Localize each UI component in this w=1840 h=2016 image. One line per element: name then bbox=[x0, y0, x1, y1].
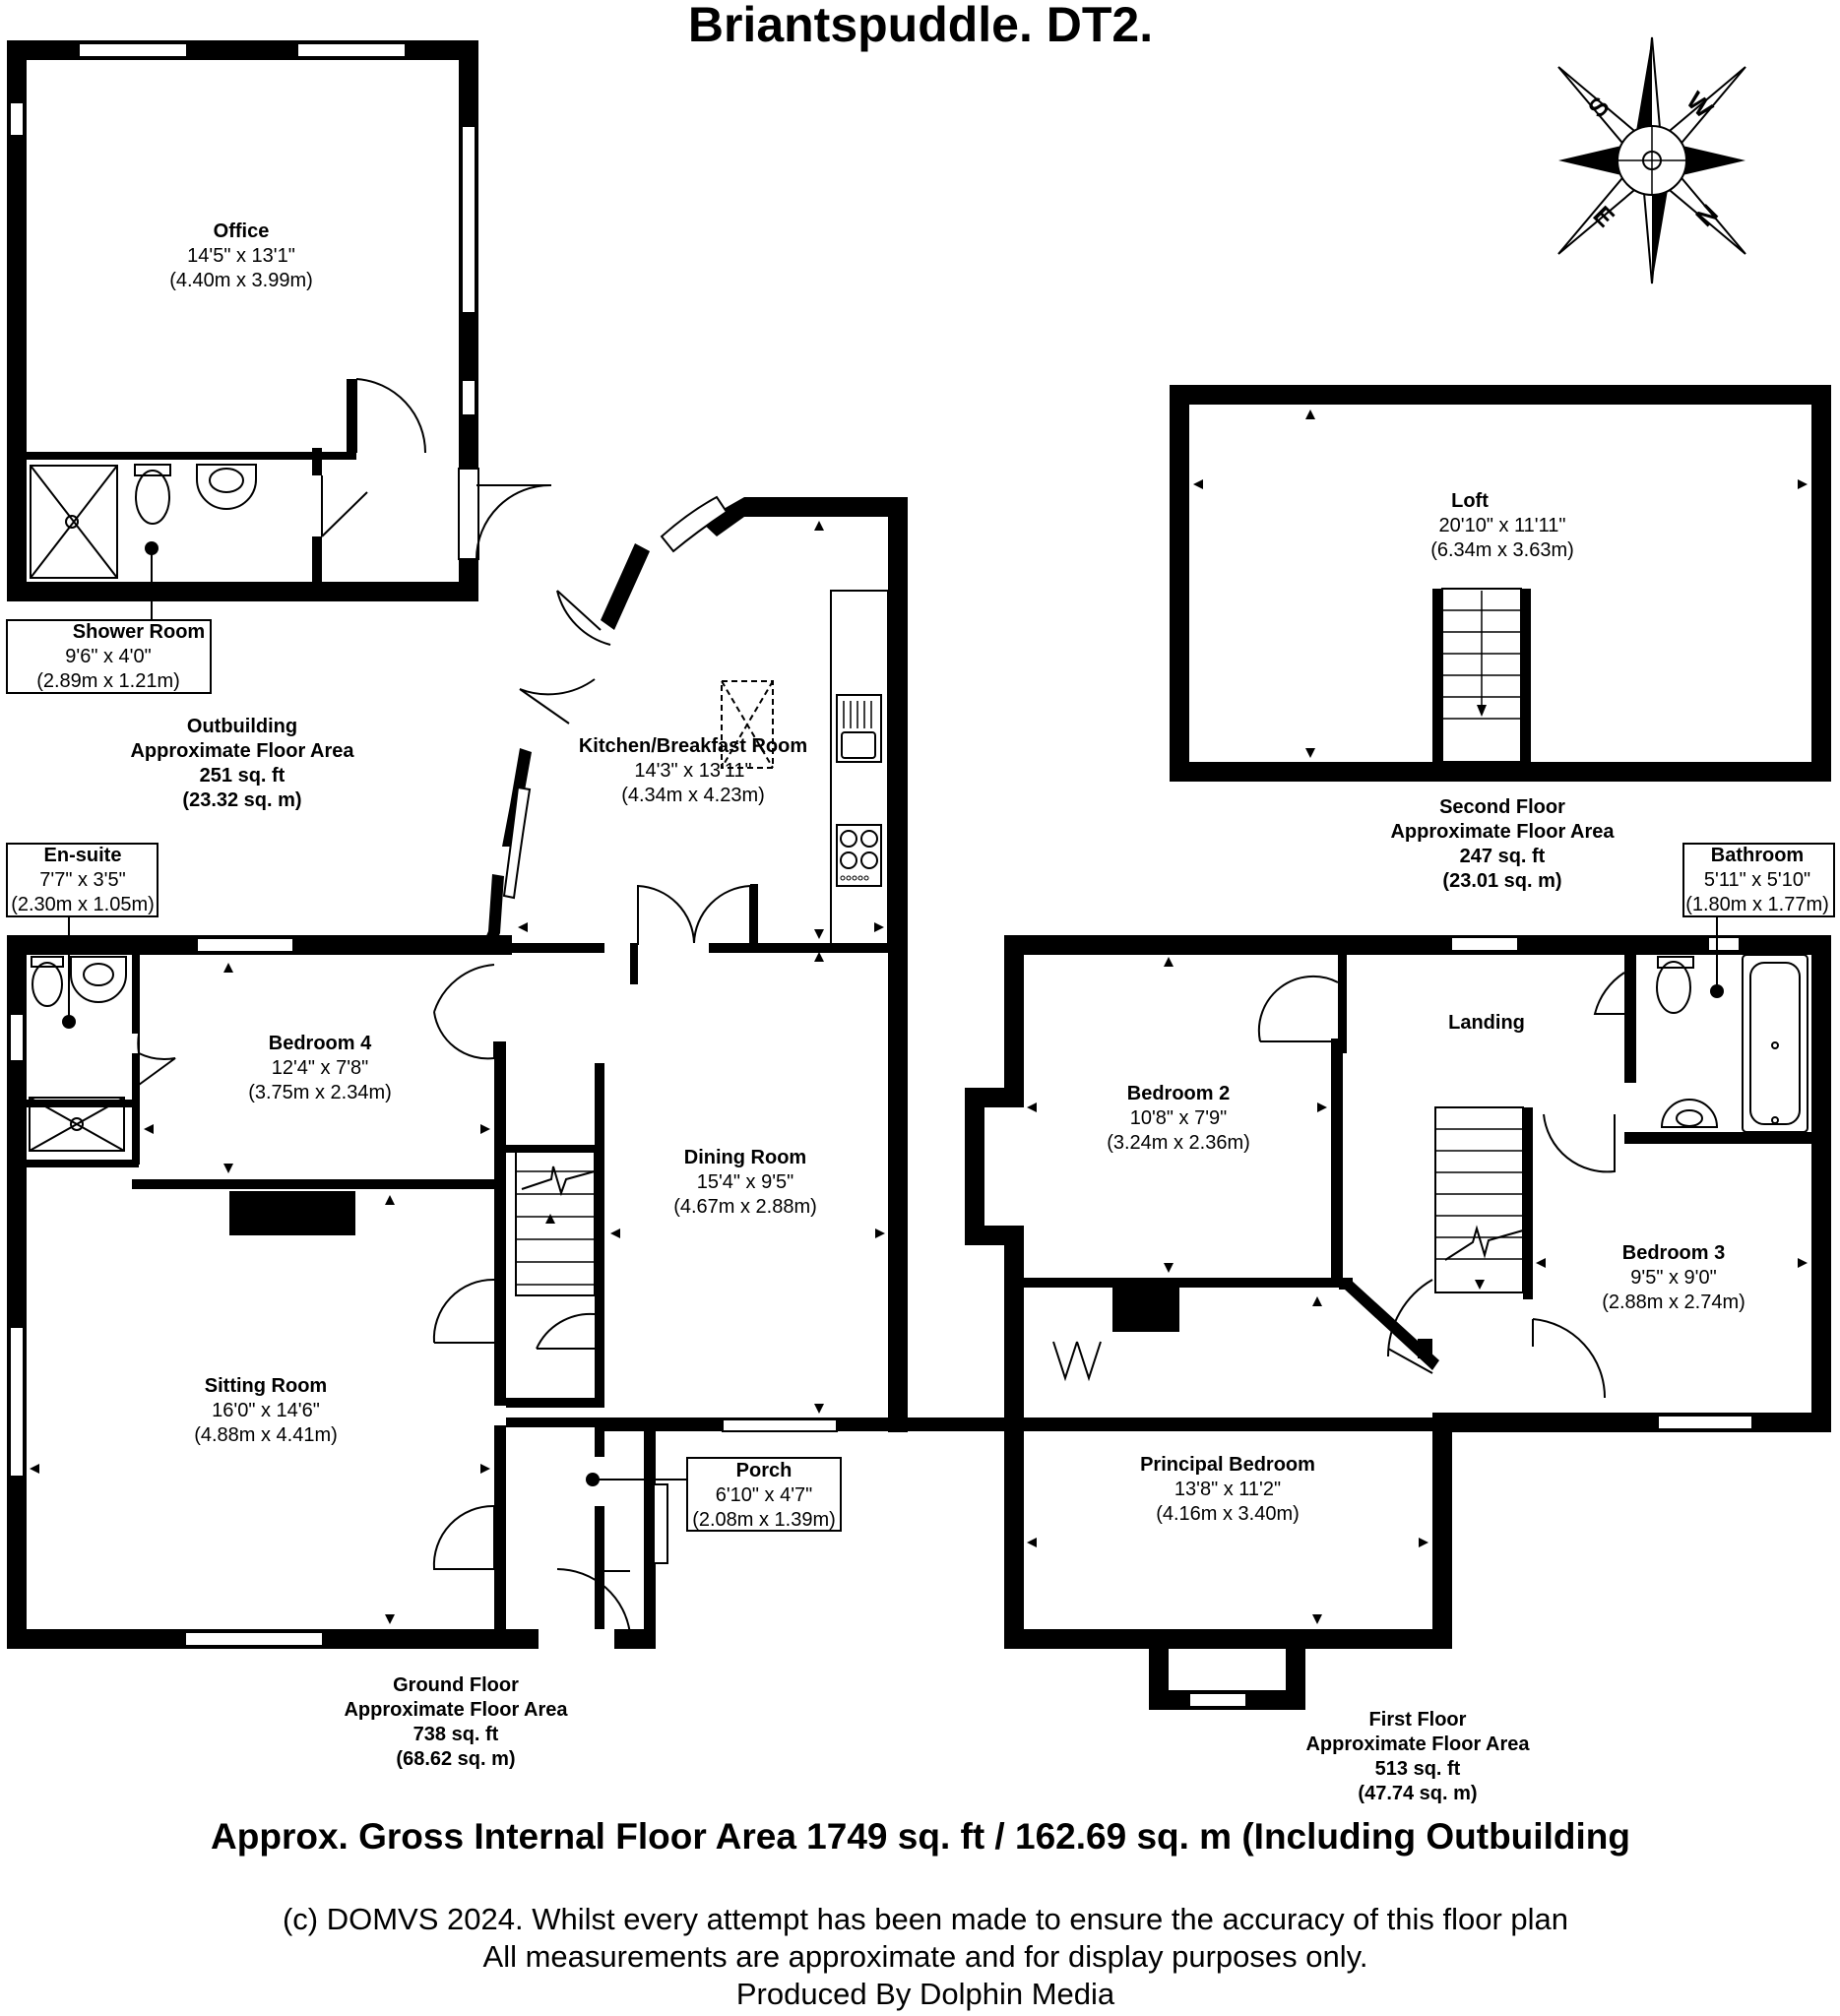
principal-name: Principal Bedroom bbox=[1140, 1454, 1315, 1476]
shower-room-imperial: 9'6" x 4'0" bbox=[65, 646, 151, 667]
outbuilding-floor-sqm: (23.32 sq. m) bbox=[182, 789, 301, 811]
bedroom4-metric: (3.75m x 2.34m) bbox=[248, 1082, 392, 1103]
office-name: Office bbox=[214, 220, 270, 242]
outbuilding-floor-sqft: 251 sq. ft bbox=[200, 765, 286, 787]
principal-imperial: 13'8" x 11'2" bbox=[1174, 1479, 1281, 1500]
dining-metric: (4.67m x 2.88m) bbox=[673, 1196, 817, 1218]
sitting-name: Sitting Room bbox=[205, 1375, 327, 1397]
second-floor-sqm: (23.01 sq. m) bbox=[1442, 870, 1561, 892]
second-floor-label: Approximate Floor Area bbox=[1390, 821, 1615, 843]
bedroom2-name: Bedroom 2 bbox=[1127, 1083, 1230, 1104]
porch-name: Porch bbox=[736, 1460, 793, 1481]
loft-name: Loft bbox=[1451, 490, 1489, 512]
first-floor-sqm: (47.74 sq. m) bbox=[1358, 1783, 1477, 1804]
dining-imperial: 15'4" x 9'5" bbox=[697, 1171, 794, 1193]
first-floor-sqft: 513 sq. ft bbox=[1375, 1758, 1461, 1780]
sitting-imperial: 16'0" x 14'6" bbox=[212, 1400, 320, 1421]
ground-floor-sqft: 738 sq. ft bbox=[413, 1724, 499, 1745]
bathroom-imperial: 5'11" x 5'10" bbox=[1704, 869, 1810, 891]
second-floor-sqft: 247 sq. ft bbox=[1460, 846, 1546, 867]
ground-floor-name: Ground Floor bbox=[393, 1674, 519, 1696]
principal-metric: (4.16m x 3.40m) bbox=[1156, 1503, 1300, 1525]
kitchen-imperial: 14'3" x 13'11" bbox=[634, 760, 751, 782]
bedroom3-metric: (2.88m x 2.74m) bbox=[1602, 1292, 1745, 1313]
porch-imperial: 6'10" x 4'7" bbox=[716, 1484, 813, 1506]
outbuilding-floor-label: Approximate Floor Area bbox=[130, 740, 354, 762]
ensuite-metric: (2.30m x 1.05m) bbox=[11, 894, 155, 915]
porch-callout-box bbox=[686, 1457, 842, 1532]
footer-disclaimer-line2: All measurements are approximate and for… bbox=[483, 1939, 1368, 1974]
kitchen-name: Kitchen/Breakfast Room bbox=[579, 735, 807, 757]
ensuite-imperial: 7'7" x 3'5" bbox=[39, 869, 125, 891]
bedroom4-imperial: 12'4" x 7'8" bbox=[272, 1057, 369, 1079]
kitchen-metric: (4.34m x 4.23m) bbox=[621, 785, 765, 806]
first-floor-label: Approximate Floor Area bbox=[1305, 1733, 1530, 1755]
bathroom-metric: (1.80m x 1.77m) bbox=[1685, 894, 1829, 915]
footer-credit: Produced By Dolphin Media bbox=[736, 1977, 1115, 2011]
ground-floor-sqm: (68.62 sq. m) bbox=[396, 1748, 515, 1770]
sitting-metric: (4.88m x 4.41m) bbox=[194, 1424, 338, 1446]
bedroom2-imperial: 10'8" x 7'9" bbox=[1130, 1107, 1228, 1129]
bedroom4-name: Bedroom 4 bbox=[269, 1033, 372, 1054]
landing-name: Landing bbox=[1448, 1012, 1525, 1034]
shower-room-metric: (2.89m x 1.21m) bbox=[36, 670, 180, 692]
shower-room-name: Shower Room bbox=[73, 621, 205, 643]
porch-metric: (2.08m x 1.39m) bbox=[692, 1509, 836, 1531]
ensuite-name: En-suite bbox=[44, 845, 122, 866]
office-metric: (4.40m x 3.99m) bbox=[169, 270, 313, 291]
second-floor-name: Second Floor bbox=[1439, 796, 1565, 818]
first-floor-plan bbox=[965, 935, 1831, 1710]
kitchen-plan bbox=[482, 495, 908, 1432]
gross-area: Approx. Gross Internal Floor Area 1749 s… bbox=[211, 1816, 1630, 1857]
dining-name: Dining Room bbox=[684, 1147, 806, 1168]
shower-room-callout-box bbox=[6, 619, 212, 694]
ground-floor-label: Approximate Floor Area bbox=[344, 1699, 568, 1721]
loft-plan bbox=[1170, 385, 1831, 782]
plan-title: Briantspuddle. DT2. bbox=[688, 0, 1153, 52]
ensuite-callout-box bbox=[6, 843, 159, 917]
bedroom2-metric: (3.24m x 2.36m) bbox=[1107, 1132, 1250, 1154]
loft-metric: (6.34m x 3.63m) bbox=[1430, 539, 1574, 561]
bedroom3-imperial: 9'5" x 9'0" bbox=[1630, 1267, 1716, 1289]
compass-rose-icon: S W E N bbox=[1557, 36, 1746, 284]
bedroom3-name: Bedroom 3 bbox=[1622, 1242, 1725, 1264]
outbuilding-plan bbox=[7, 40, 552, 620]
ground-floor-plan bbox=[7, 935, 1461, 1649]
office-imperial: 14'5" x 13'1" bbox=[187, 245, 295, 267]
outbuilding-floor-name: Outbuilding bbox=[187, 716, 297, 737]
loft-imperial: 20'10" x 11'11" bbox=[1439, 515, 1566, 536]
bathroom-callout-box bbox=[1682, 843, 1835, 917]
bathroom-name: Bathroom bbox=[1711, 845, 1804, 866]
footer-disclaimer-line1: (c) DOMVS 2024. Whilst every attempt has… bbox=[283, 1902, 1568, 1936]
first-floor-name: First Floor bbox=[1369, 1709, 1467, 1731]
